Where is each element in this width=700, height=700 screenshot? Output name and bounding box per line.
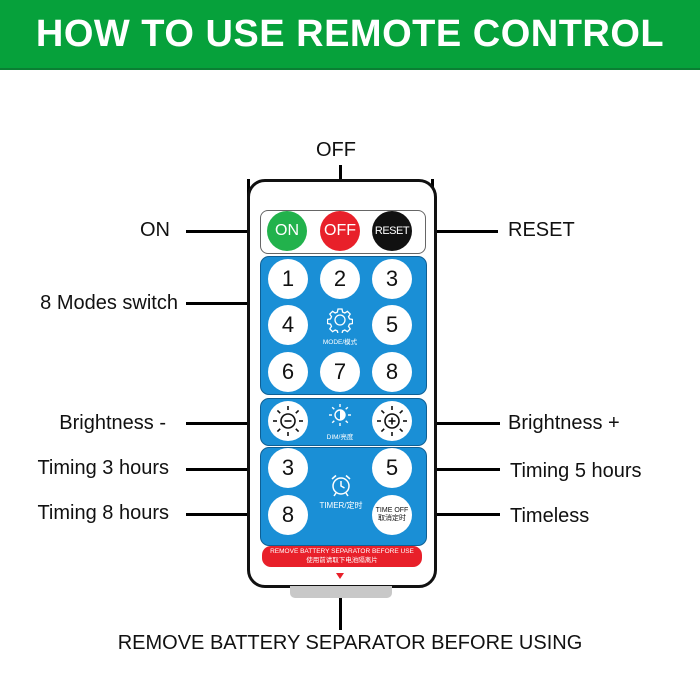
leader-line-reset bbox=[416, 230, 498, 233]
mode-button-2[interactable]: 2 bbox=[320, 259, 360, 299]
alarm-clock-icon bbox=[331, 474, 351, 497]
page-title: HOW TO USE REMOTE CONTROL bbox=[35, 12, 665, 55]
callout-off: OFF bbox=[316, 139, 356, 161]
callout-battery-separator: REMOVE BATTERY SEPARATOR BEFORE USING bbox=[117, 632, 583, 654]
leader-line-timeless bbox=[422, 513, 500, 516]
battery-separator-tab[interactable] bbox=[290, 586, 392, 598]
timer-3h-button[interactable]: 3 bbox=[268, 448, 308, 488]
callout-reset: RESET bbox=[508, 219, 575, 241]
mode-button-label: 3 bbox=[385, 266, 399, 291]
mode-caption: MODE/模式 bbox=[322, 339, 358, 346]
mode-button-6[interactable]: 6 bbox=[268, 352, 308, 392]
callout-timing-5: Timing 5 hours bbox=[510, 460, 642, 482]
time-off-button[interactable]: TIME OFF 取消定时 bbox=[372, 495, 412, 535]
mode-button-1[interactable]: 1 bbox=[268, 259, 308, 299]
on-button-label: ON bbox=[275, 222, 299, 239]
leader-line-timing-5 bbox=[422, 468, 500, 471]
callout-on: ON bbox=[140, 219, 170, 241]
battery-separator-notice: REMOVE BATTERY SEPARATOR BEFORE USE 使用前请… bbox=[262, 546, 422, 567]
reset-button-label: RESET bbox=[374, 225, 410, 237]
mode-button-label: 6 bbox=[281, 359, 295, 384]
mode-button-label: 4 bbox=[281, 312, 295, 337]
callout-timing-8: Timing 8 hours bbox=[37, 502, 169, 524]
gear-icon bbox=[327, 308, 353, 333]
callout-8-modes: 8 Modes switch bbox=[40, 292, 178, 314]
timer-button-label: 8 bbox=[281, 502, 295, 527]
leader-line-brightness-plus bbox=[422, 422, 500, 425]
brightness-up-icon bbox=[377, 406, 407, 436]
callout-timeless: Timeless bbox=[510, 505, 590, 527]
timer-8h-button[interactable]: 8 bbox=[268, 495, 308, 535]
mode-button-5[interactable]: 5 bbox=[372, 305, 412, 345]
leader-line-modes bbox=[186, 302, 262, 305]
callout-brightness-plus: Brightness + bbox=[508, 412, 620, 434]
mode-button-label: 7 bbox=[333, 359, 347, 384]
leader-line-timing-8 bbox=[186, 513, 262, 516]
leader-line-battery bbox=[339, 598, 342, 630]
leader-line-timing-3 bbox=[186, 468, 262, 471]
leader-line-brightness-minus bbox=[186, 422, 262, 425]
brightness-down-button[interactable] bbox=[268, 401, 308, 441]
brightness-icon bbox=[329, 404, 351, 426]
separator-notice-en: REMOVE BATTERY SEPARATOR BEFORE USE bbox=[270, 548, 414, 555]
callout-timing-3: Timing 3 hours bbox=[37, 457, 169, 479]
mode-button-4[interactable]: 4 bbox=[268, 305, 308, 345]
brightness-down-icon bbox=[273, 406, 303, 436]
timer-5h-button[interactable]: 5 bbox=[372, 448, 412, 488]
off-button-label: OFF bbox=[324, 222, 356, 239]
off-button[interactable]: OFF bbox=[320, 211, 360, 251]
reset-button[interactable]: RESET bbox=[372, 211, 412, 251]
separator-notice-cn: 使用前请取下电池隔离片 bbox=[306, 557, 378, 564]
header-banner: HOW TO USE REMOTE CONTROL bbox=[0, 0, 700, 70]
leader-line-on bbox=[186, 230, 266, 233]
mode-button-label: 5 bbox=[385, 312, 399, 337]
on-button[interactable]: ON bbox=[267, 211, 307, 251]
time-off-label: TIME OFF bbox=[375, 506, 409, 514]
brightness-up-button[interactable] bbox=[372, 401, 412, 441]
timer-caption: TIMER/定时 bbox=[319, 501, 363, 510]
timer-button-label: 3 bbox=[281, 455, 295, 480]
arrow-down-icon bbox=[336, 573, 344, 579]
time-off-label-cn: 取消定时 bbox=[378, 515, 406, 522]
mode-button-label: 8 bbox=[385, 359, 399, 384]
mode-button-3[interactable]: 3 bbox=[372, 259, 412, 299]
timer-button-label: 5 bbox=[385, 455, 399, 480]
mode-button-label: 2 bbox=[333, 266, 347, 291]
mode-button-label: 1 bbox=[281, 266, 295, 291]
dim-caption: DIM/亮度 bbox=[326, 434, 354, 441]
mode-button-7[interactable]: 7 bbox=[320, 352, 360, 392]
callout-brightness-minus: Brightness - bbox=[59, 412, 166, 434]
mode-button-8[interactable]: 8 bbox=[372, 352, 412, 392]
